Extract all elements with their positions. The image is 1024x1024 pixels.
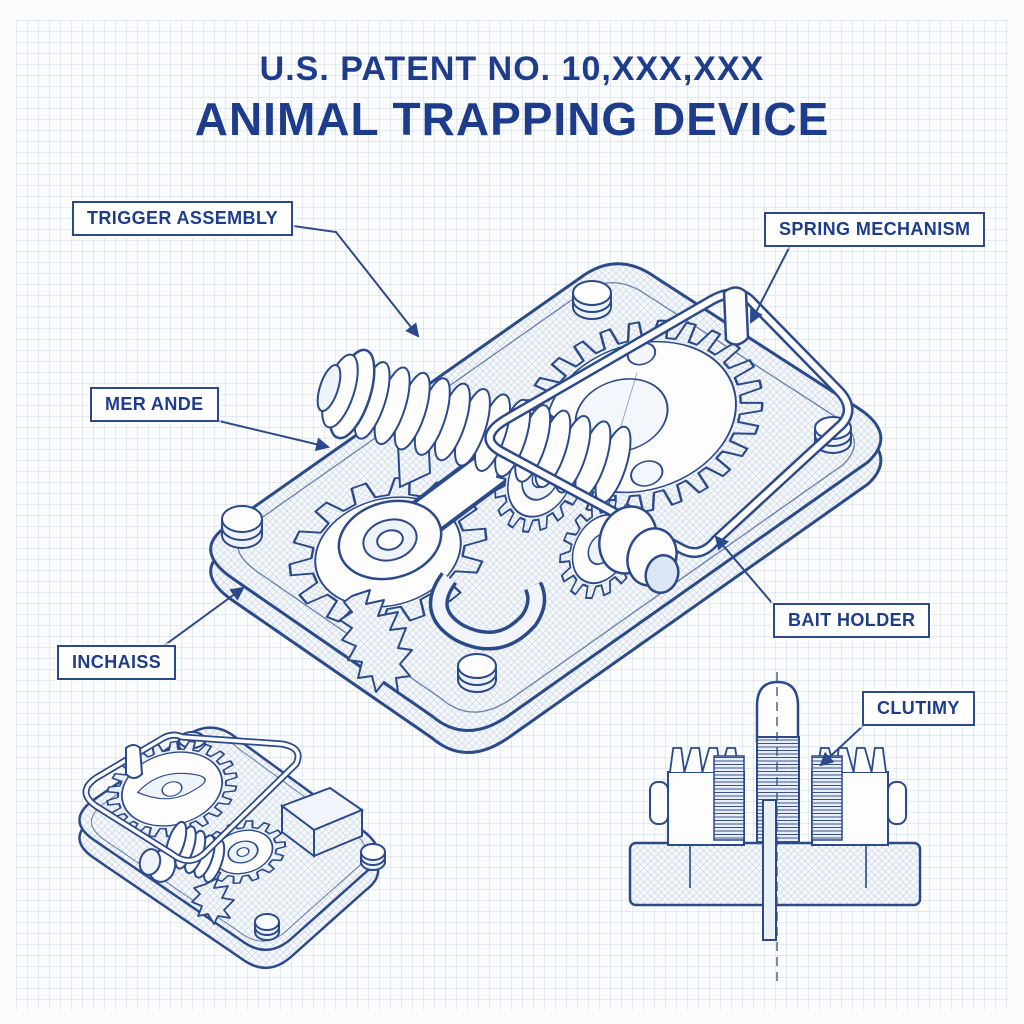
label-inchaiss: INCHAISS [57,645,177,680]
small-spring-knob [138,848,177,883]
section-dome [755,680,800,742]
gear-small-hole [630,460,664,487]
corner-post [360,843,386,871]
section-rod [762,799,777,941]
front-section-view [628,672,922,985]
catch-bracket [428,572,547,651]
leader-clutimy [819,722,867,767]
corner-post [254,913,280,941]
main-isometric-view [209,262,883,754]
corner-post [221,505,263,549]
trigger-pawl [339,589,413,693]
small-trigger-pawl [191,877,235,925]
bail-hook-tab [722,286,750,346]
device-name-title: ANIMAL TRAPPING DEVICE [194,93,830,145]
label-clutimy: CLUTIMY [862,691,975,726]
leader-trigger-assembly [257,220,420,338]
output-shaft [598,505,680,594]
patent-number-title: U.S. PATENT NO. 10,XXX,XXX [259,50,765,88]
corner-post [457,653,497,693]
leader-inchaiss [153,586,245,654]
small-bail-hook-tab [125,744,144,779]
leader-bait-holder [714,535,773,604]
motor-block [279,786,365,858]
label-mer-ande: MER ANDE [90,387,219,422]
section-left-gear-stack [649,747,745,846]
corner-post [572,280,612,320]
bail-wire [484,286,854,558]
leader-spring-mechanism [750,245,791,324]
arm-hub [337,499,443,581]
section-right-gear-stack [811,747,907,846]
leader-mer-ande [197,415,331,452]
label-spring-mechanism: SPRING MECHANISM [764,212,986,247]
label-trigger-assembly: TRIGGER ASSEMBLY [72,201,294,236]
small-bail-wire [82,731,302,864]
label-bait-holder: BAIT HOLDER [773,603,931,638]
coil-spring [333,355,632,505]
spring-end-flange [316,348,376,440]
secondary-isometric-view [78,726,386,969]
